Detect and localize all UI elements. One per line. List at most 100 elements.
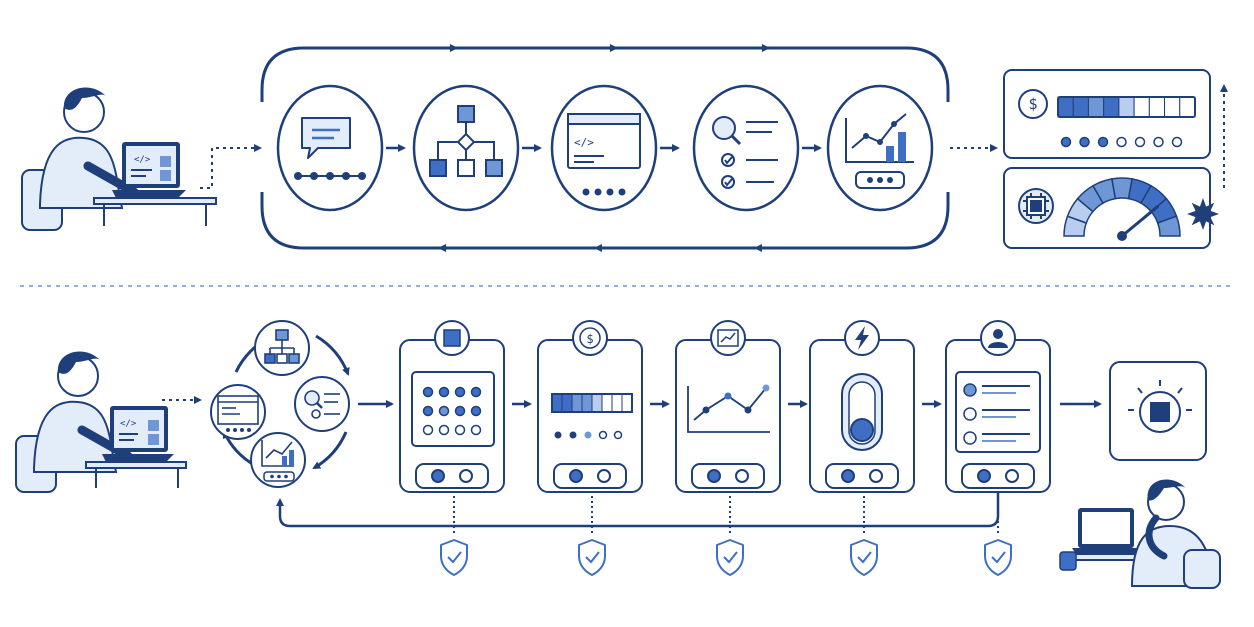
dollar-symbol: $ — [1028, 95, 1037, 113]
shield-checkmark — [447, 551, 462, 564]
card-line-chart — [687, 384, 770, 433]
level-dot — [554, 431, 562, 439]
radio-on — [977, 469, 991, 483]
radio-on — [707, 469, 721, 483]
laptop-code-tag: </> — [120, 419, 137, 429]
card-screen — [955, 371, 1041, 453]
dollar-symbol: $ — [586, 332, 593, 346]
shield-check-icon — [984, 539, 1012, 576]
stage-review — [692, 84, 800, 212]
chair — [1183, 549, 1221, 589]
chat-bubble-icon — [301, 117, 351, 159]
arm-on-chin — [1145, 514, 1168, 560]
card-controls — [553, 463, 627, 489]
shield-row — [440, 496, 1012, 576]
grid-dot — [422, 386, 434, 398]
square-icon — [434, 320, 470, 356]
cycle-node-analytics — [250, 432, 306, 488]
option-list — [963, 383, 1030, 445]
level-dot — [1116, 136, 1127, 148]
bar-segment — [591, 393, 603, 413]
dot-grid — [422, 386, 482, 436]
bar-segment — [621, 393, 633, 413]
stage-flowchart — [412, 84, 520, 212]
grid-dot — [470, 424, 482, 436]
level-dot — [598, 430, 608, 440]
grid-dot — [454, 386, 466, 398]
progress-dots — [294, 172, 366, 180]
performance-panel — [1003, 167, 1219, 249]
radio-on — [569, 469, 583, 483]
chip-icon — [1018, 188, 1054, 224]
gauge-segment — [1156, 215, 1181, 237]
shield-check-icon — [578, 539, 606, 576]
stage-circle — [826, 84, 934, 212]
bar-segment — [1118, 96, 1135, 118]
level-dot — [1153, 136, 1164, 148]
dollar-icon: $ — [572, 320, 608, 356]
toggle-switch — [841, 373, 883, 451]
process-cycle — [210, 320, 350, 488]
flowchart-icon — [264, 329, 300, 364]
laptop-display — [1082, 512, 1130, 544]
cost-progress-bar — [1057, 96, 1196, 118]
grid-dot — [438, 424, 450, 436]
analytics-chart-icon — [845, 113, 914, 189]
laptop-block — [160, 170, 171, 181]
laptop-block — [148, 434, 159, 445]
bar-frame — [551, 393, 633, 413]
bar-segment — [601, 393, 613, 413]
laptop-block — [160, 156, 171, 167]
bar-segment — [1072, 96, 1089, 118]
result-panel — [1109, 361, 1207, 461]
dollar-icon: $ — [1018, 89, 1048, 119]
search-checklist-icon — [712, 116, 778, 189]
radio-off — [869, 469, 883, 483]
bar-segment — [1179, 96, 1196, 118]
bar-segment — [1148, 96, 1166, 118]
speedometer-icon — [1063, 177, 1181, 241]
stage-chat — [276, 84, 384, 212]
cycle-node-code — [210, 384, 266, 440]
stage-circle — [692, 84, 800, 212]
radio-off — [459, 469, 473, 483]
starburst-icon — [1187, 198, 1219, 230]
bar-segment — [571, 393, 583, 413]
grid-dot — [470, 405, 482, 417]
grid-dot — [454, 424, 466, 436]
stage-card-1 — [399, 320, 505, 493]
code-tag-text: </> — [574, 136, 594, 149]
level-dot — [569, 431, 577, 439]
grid-dot — [470, 386, 482, 398]
stage-card-2: $ — [537, 320, 643, 493]
feedback-line — [276, 492, 1000, 528]
cost-panel: $ — [1003, 69, 1211, 159]
stage-card-3 — [675, 320, 781, 493]
stage-card-5 — [945, 320, 1051, 493]
radio-on — [841, 469, 855, 483]
cost-level-dots — [1060, 136, 1183, 148]
shield-checkmark — [723, 551, 738, 564]
bar-segment — [1164, 96, 1181, 118]
level-dot — [584, 431, 592, 439]
analytics-chart-icon — [261, 440, 295, 482]
shield-check-icon — [440, 539, 468, 576]
desk — [85, 461, 187, 469]
bar-segment — [1103, 96, 1120, 118]
laptop-code-tag: </> — [134, 155, 151, 165]
bar-segment — [581, 393, 593, 413]
bar-segment — [1133, 96, 1150, 118]
gauge-hub — [1117, 231, 1127, 241]
bar-segment — [611, 393, 623, 413]
level-dot — [1134, 136, 1146, 148]
cycle-node-flowchart — [254, 320, 310, 376]
shield-checkmark — [585, 551, 600, 564]
level-dot — [613, 430, 623, 440]
bar-segment — [1057, 96, 1074, 118]
hair — [63, 87, 106, 110]
code-window-icon: </> — [567, 113, 641, 196]
trend-icon — [710, 320, 746, 356]
dotted-connector-top-start — [200, 144, 262, 189]
desk — [93, 197, 217, 205]
